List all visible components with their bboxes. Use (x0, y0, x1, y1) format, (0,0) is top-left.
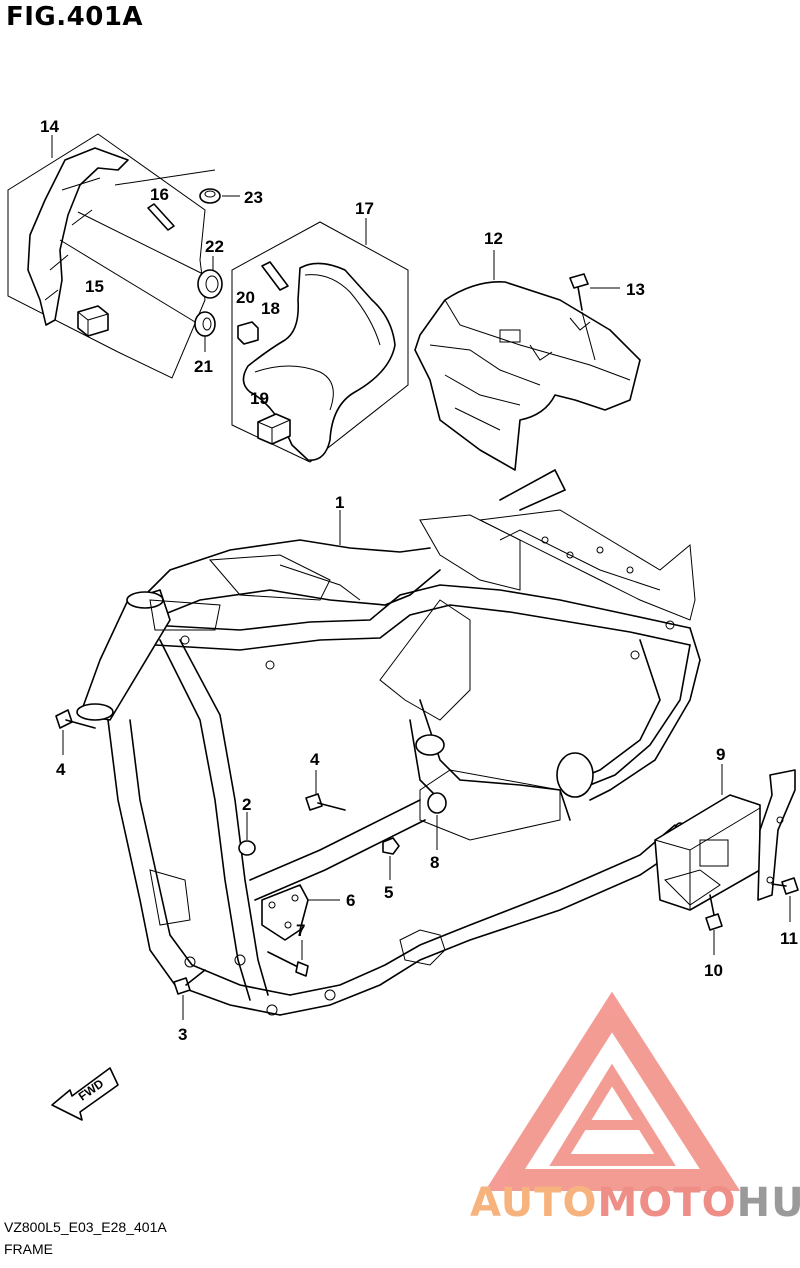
cap-2 (238, 812, 256, 856)
part-23-grommet (199, 188, 240, 204)
diagram-name: FRAME (4, 1241, 53, 1257)
part-21-collar (194, 311, 216, 352)
callout-20: 20 (236, 288, 255, 307)
part-15-block (77, 305, 109, 337)
bolt-13 (569, 273, 620, 361)
part-18-strip (261, 261, 289, 291)
diagram-code: VZ800L5_E03_E28_401A (4, 1219, 167, 1235)
side-cover-group (7, 133, 216, 379)
bolt-7 (267, 940, 309, 977)
figure-title: FIG.401A (6, 2, 144, 32)
callout-18: 18 (261, 299, 280, 318)
callout-3: 3 (178, 1025, 187, 1044)
callout-16: 16 (150, 185, 169, 204)
callout-4-mid: 4 (310, 750, 320, 769)
callout-1: 1 (335, 493, 344, 512)
callout-14: 14 (40, 117, 59, 136)
bolt-10 (705, 894, 723, 955)
watermark-hub: HUB (736, 1180, 800, 1226)
side-cover-14 (27, 147, 129, 326)
bolt-4-front (55, 709, 96, 755)
callout-21: 21 (194, 357, 213, 376)
fwd-arrow: FWD (51, 1067, 119, 1121)
callout-13: 13 (626, 280, 645, 299)
callout-8: 8 (430, 853, 439, 872)
part-19-pad (257, 413, 291, 445)
callout-2: 2 (242, 795, 251, 814)
part-16-strip (147, 203, 175, 231)
bolt-3 (173, 969, 206, 1020)
watermark-auto: AUTO (470, 1180, 598, 1226)
watermark-text: AUTOMOTOHUB (470, 1180, 800, 1226)
callout-5: 5 (384, 883, 393, 902)
nut-5 (382, 837, 400, 880)
callout-17: 17 (355, 199, 374, 218)
callout-11: 11 (780, 929, 798, 948)
panel-17 (242, 262, 396, 461)
main-frame-1 (76, 468, 701, 1016)
callout-15: 15 (85, 277, 104, 296)
bolt-4-mid (305, 770, 346, 811)
callout-6: 6 (346, 891, 355, 910)
callout-10: 10 (704, 961, 723, 980)
callout-23: 23 (244, 188, 263, 207)
watermark-moto: MOTO (597, 1180, 737, 1226)
callout-12: 12 (484, 229, 503, 248)
callout-7: 7 (296, 921, 305, 940)
seat-panel-group (231, 218, 409, 463)
watermark-logo (484, 991, 741, 1191)
callout-22: 22 (205, 237, 224, 256)
part-22-grommet (197, 256, 223, 299)
callout-19: 19 (250, 389, 269, 408)
bolt-11 (771, 877, 799, 922)
battery-tray-12 (414, 250, 641, 471)
callout-9: 9 (716, 745, 725, 764)
callout-4-front: 4 (56, 760, 66, 779)
part-20-block (237, 321, 259, 345)
engine-mount-plate-6 (261, 884, 340, 941)
bracket-9 (654, 764, 796, 911)
